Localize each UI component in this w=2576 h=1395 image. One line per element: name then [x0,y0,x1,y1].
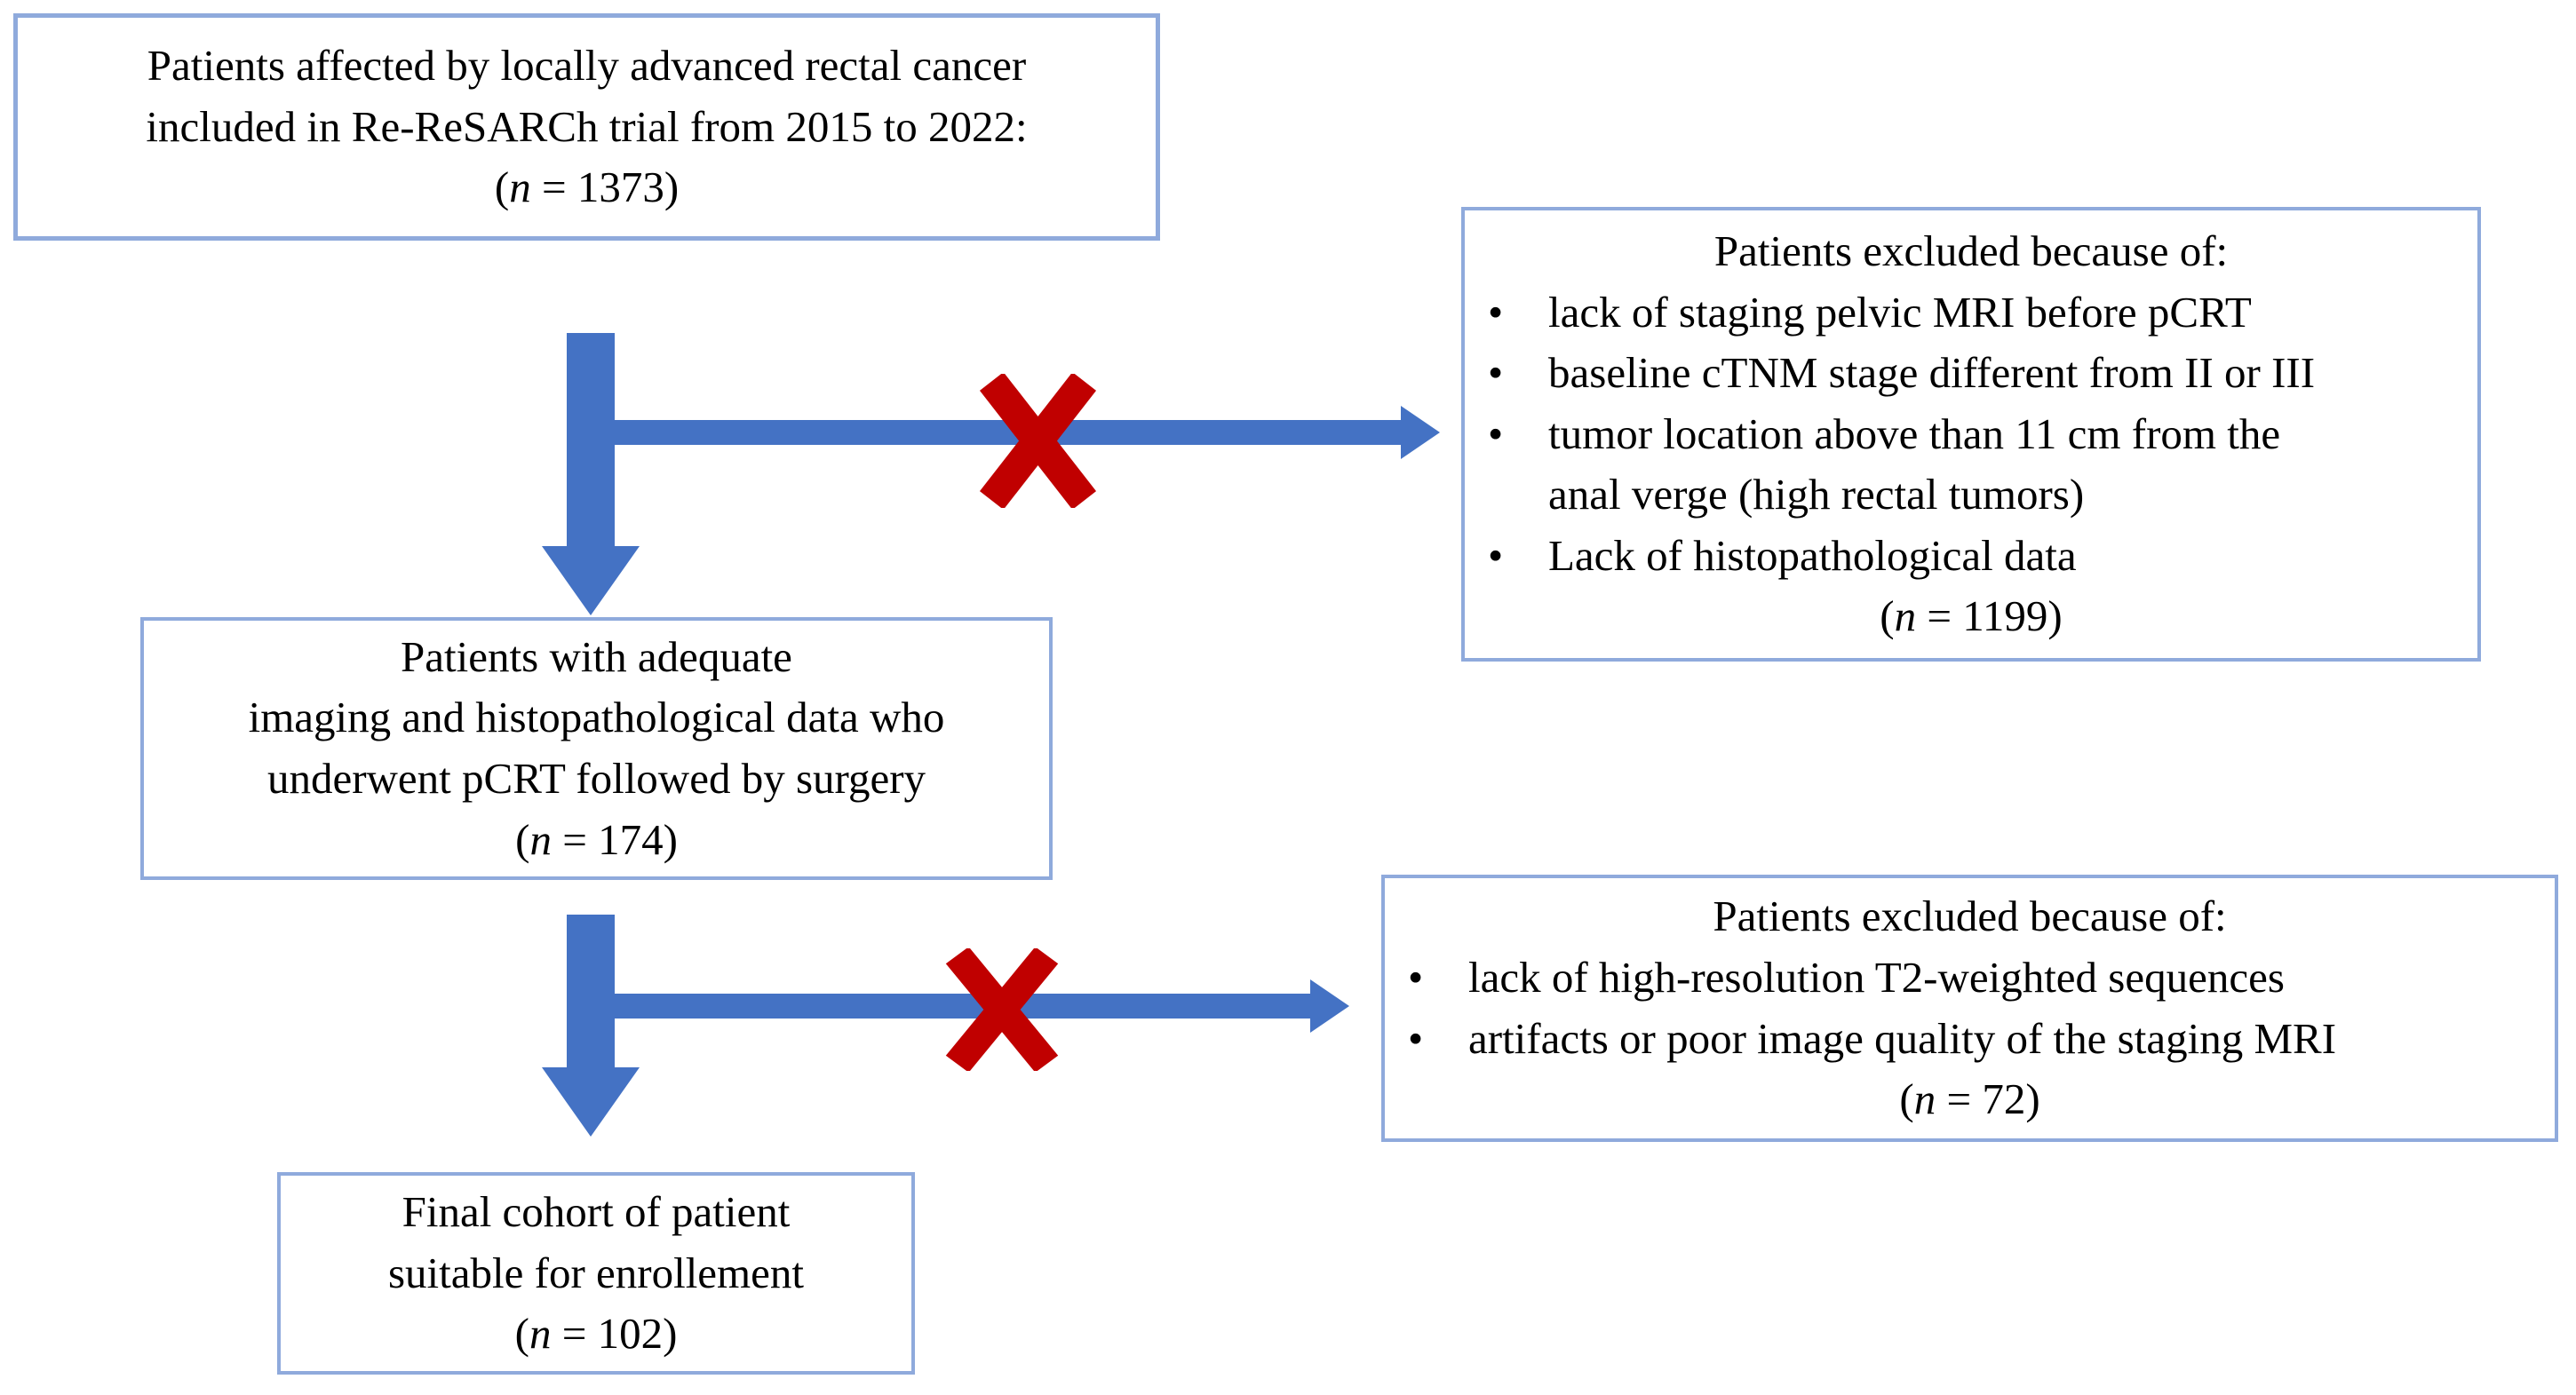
box-text-line: included in Re-ReSARCh trial from 2015 t… [146,101,1028,151]
list-item: • baseline cTNM stage different from II … [1488,343,2463,404]
bullet-icon: • [1488,348,1504,398]
exclusion-title: Patients excluded because of: [1713,892,2227,941]
n-variable: n [529,1309,552,1359]
box-text-line: imaging and histopathological data who [248,693,945,742]
n-variable: n [509,162,531,212]
bullet-text: artifacts or poor image quality of the s… [1468,1013,2337,1063]
list-item: • artifacts or poor image quality of the… [1408,1009,2540,1070]
sample-size-label: (n = 1199) [1465,586,2477,647]
bullet-icon: • [1488,287,1504,337]
box-eligible-cohort: Patients with adequate imaging and histo… [140,617,1053,880]
count-open: ( [494,162,510,212]
bullet-icon: • [1408,1013,1424,1063]
box-final-cohort: Final cohort of patient suitable for enr… [277,1172,915,1375]
count-value: = 174) [551,814,678,864]
n-variable: n [529,814,552,864]
sample-size-label: (n = 102) [281,1304,911,1365]
exclusion-x-icon [942,948,1062,1071]
count-open: ( [514,1309,529,1359]
n-variable: n [1913,1074,1936,1124]
bullet-icon: • [1488,408,1504,458]
sample-size-label: (n = 174) [144,810,1049,871]
box-text-line: Patients affected by locally advanced re… [147,41,1027,91]
box-initial-cohort: Patients affected by locally advanced re… [13,13,1160,241]
box-text-line: Patients with adequate [401,631,792,681]
exclusion-x-icon [975,374,1101,508]
box-text-line: suitable for enrollement [387,1248,805,1297]
bullet-text: baseline cTNM stage different from II or… [1548,348,2316,398]
n-variable: n [1894,591,1917,641]
bullet-text: lack of staging pelvic MRI before pCRT [1548,287,2252,337]
bullet-text: lack of high-resolution T2-weighted sequ… [1468,952,2285,1002]
sample-size-label: (n = 1373) [18,157,1156,218]
count-value: = 102) [551,1309,678,1359]
bullet-text: Lack of histopathological data [1548,530,2077,580]
right-arrowhead-icon [1310,979,1349,1033]
exclusion-box-1: Patients excluded because of: • lack of … [1461,207,2481,662]
right-arrow-shaft [591,420,1401,445]
bullet-icon: • [1488,530,1504,580]
count-value: = 72) [1936,1074,2040,1124]
count-open: ( [515,814,530,864]
count-value: = 1373) [530,162,680,212]
list-item: • lack of high-resolution T2-weighted se… [1408,947,2540,1009]
exclusion-title: Patients excluded because of: [1713,226,2229,275]
exclusion-bullet-list: • lack of high-resolution T2-weighted se… [1385,947,2555,1069]
list-item: • tumor location above than 11 cm from t… [1488,404,2463,526]
right-arrow-shaft [591,994,1310,1019]
box-text-line: underwent pCRT followed by surgery [266,754,926,803]
box-text-line: Final cohort of patient [402,1187,791,1237]
bullet-text: tumor location above than 11 cm from the… [1548,408,2281,519]
count-open: ( [1899,1074,1914,1124]
sample-size-label: (n = 72) [1385,1069,2555,1130]
count-open: ( [1880,591,1895,641]
down-arrowhead-icon [542,546,640,615]
exclusion-box-2: Patients excluded because of: • lack of … [1381,875,2558,1142]
down-arrowhead-icon [542,1067,640,1137]
list-item: • Lack of histopathological data [1488,526,2463,587]
count-value: = 1199) [1916,591,2063,641]
down-arrow-shaft [567,915,615,1067]
right-arrowhead-icon [1401,406,1440,459]
bullet-icon: • [1408,952,1424,1002]
exclusion-bullet-list: • lack of staging pelvic MRI before pCRT… [1465,282,2477,587]
list-item: • lack of staging pelvic MRI before pCRT [1488,282,2463,344]
